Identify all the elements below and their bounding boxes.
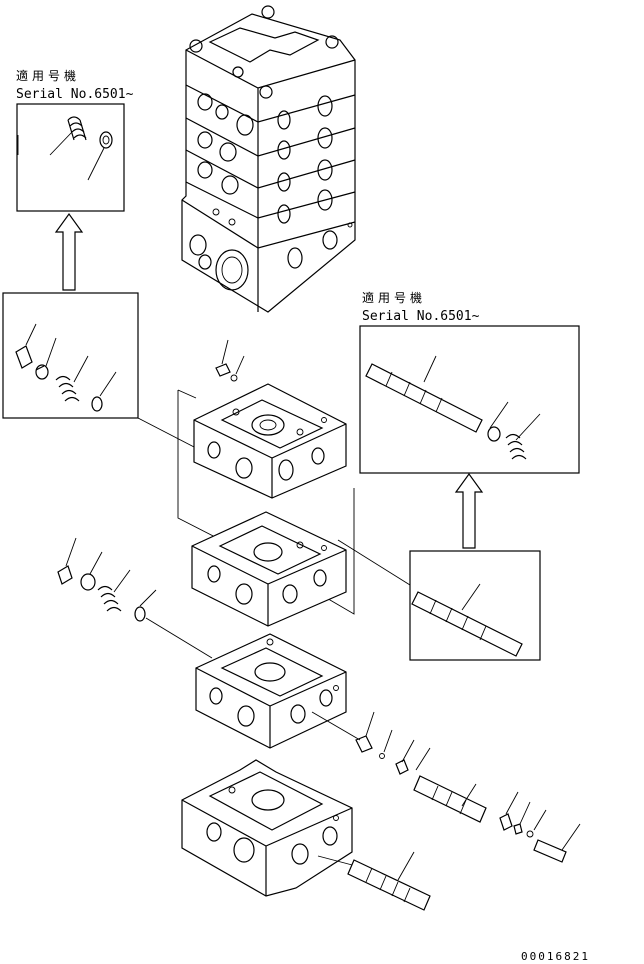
valve-section-1 — [193, 383, 347, 499]
left-parts-section-3 — [57, 537, 213, 659]
inset-box-left — [2, 292, 139, 419]
arrow-up-right — [454, 472, 484, 549]
spool-parts-chain — [355, 711, 581, 863]
valve-section-4 — [181, 759, 353, 897]
inset-box-right-upper — [359, 325, 580, 474]
retainer-part — [35, 364, 49, 380]
spring-part — [67, 116, 87, 141]
seal-part-2 — [91, 396, 103, 412]
spring-part-2 — [55, 375, 80, 402]
main-spool — [317, 851, 431, 911]
seal-ring-part — [99, 131, 113, 149]
note-right-jp: 適用号機 — [362, 290, 426, 305]
small-plug-top — [215, 339, 245, 382]
note-left-jp: 適用号機 — [16, 68, 80, 83]
document-number: 00016821 — [521, 950, 590, 963]
note-left-serial: Serial No.6501~ — [16, 87, 134, 102]
inset-box-right-lower — [409, 550, 541, 661]
valve-section-2 — [191, 511, 347, 627]
note-right-serial: Serial No.6501~ — [362, 309, 480, 324]
plug-part — [15, 345, 33, 369]
valve-stack-assembly — [181, 5, 356, 313]
arrow-up-left — [54, 212, 84, 291]
inset-box-top-left — [16, 103, 125, 212]
valve-section-3 — [195, 633, 347, 749]
